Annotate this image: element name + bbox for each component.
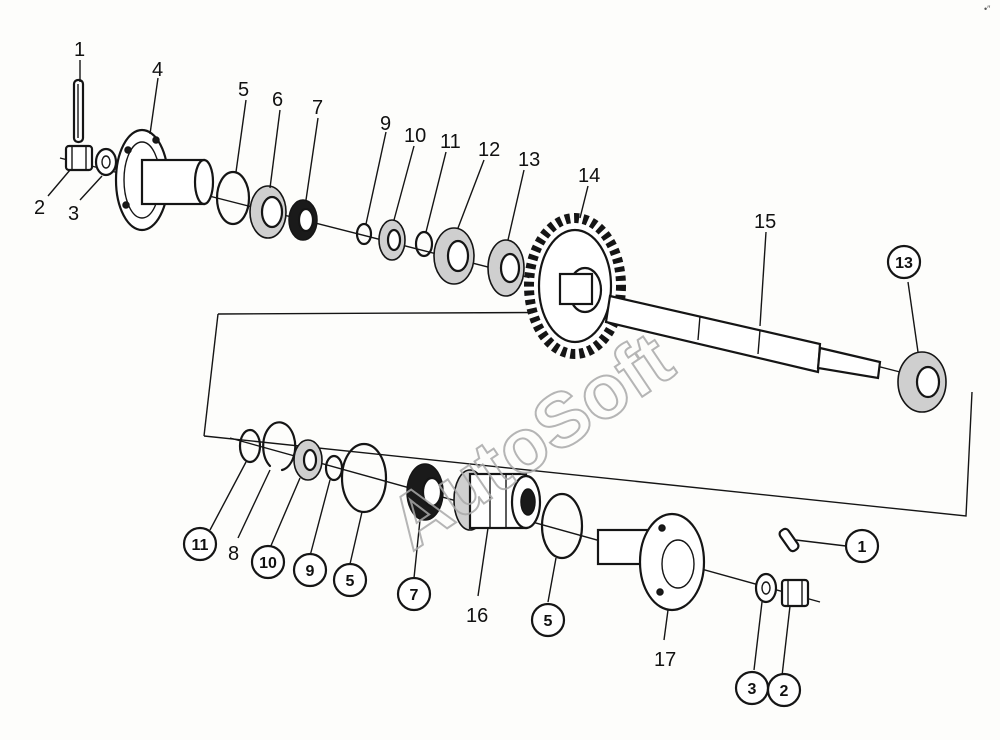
circled-callout-13-shaft: 13 [886, 244, 922, 280]
callout-16: 16 [466, 605, 488, 627]
circled-callout-5-right: 5 [530, 602, 566, 638]
washer-10-lower [293, 439, 323, 481]
svg-text:7: 7 [410, 587, 419, 604]
callout-12: 12 [478, 139, 500, 161]
washer-10-upper [378, 219, 406, 261]
o-ring-upper [215, 170, 251, 226]
bearing-13-shaft [897, 351, 947, 413]
callout-11-upper: 11 [440, 131, 461, 153]
svg-text:3: 3 [748, 681, 757, 698]
split-pin-lower [778, 527, 800, 553]
callout-8: 8 [228, 543, 239, 565]
corner-mark: •″ [984, 4, 991, 14]
callout-14: 14 [578, 165, 600, 187]
svg-text:5: 5 [544, 613, 553, 630]
callout-13-upper: 13 [518, 149, 540, 171]
needle-bearing-lower [406, 463, 444, 521]
gear-14 [524, 213, 626, 359]
svg-text:11: 11 [192, 537, 209, 554]
washer-upper [94, 147, 118, 177]
castle-nut-upper [64, 144, 94, 172]
watermark-text: AutoSoft [374, 316, 687, 566]
washer-lower [754, 572, 778, 604]
callout-10-upper: 10 [404, 125, 426, 147]
leader-lines [47, 60, 919, 677]
callout-2-upper: 2 [34, 197, 45, 219]
svg-text:10: 10 [259, 555, 277, 572]
group-frame-bottom [203, 391, 973, 517]
callout-6: 6 [272, 89, 283, 111]
sleeve-16 [453, 469, 542, 531]
circled-callout-7: 7 [396, 576, 432, 612]
flange-coupling [114, 128, 215, 232]
callout-1-upper: 1 [74, 39, 85, 61]
callout-3-upper: 3 [68, 203, 79, 225]
needle-bearing-upper [288, 199, 318, 241]
flange-17 [596, 512, 706, 612]
group-frame [203, 313, 219, 437]
snap-ring-11-lower [238, 428, 262, 464]
snap-ring-11-upper [414, 230, 434, 258]
callout-5-upper: 5 [238, 79, 249, 101]
callout-15: 15 [754, 211, 776, 233]
svg-text:9: 9 [306, 563, 315, 580]
circled-callout-3-lower: 3 [734, 670, 770, 706]
callout-4: 4 [152, 59, 163, 81]
callout-7-upper: 7 [312, 97, 323, 119]
circled-callout-9: 9 [292, 552, 328, 588]
bearing-12 [433, 227, 475, 285]
o-ring-9-upper [355, 222, 373, 246]
circled-callout-10: 10 [250, 544, 286, 580]
circled-callout-11: 11 [182, 526, 218, 562]
circled-callout-5-left: 5 [332, 562, 368, 598]
circlip-8 [262, 421, 297, 472]
circled-callout-2-lower: 2 [766, 672, 802, 708]
callout-9-upper: 9 [380, 113, 391, 135]
svg-text:2: 2 [780, 683, 789, 700]
svg-text:5: 5 [346, 573, 355, 590]
callout-17: 17 [654, 649, 676, 671]
castle-nut-lower [780, 578, 810, 608]
svg-text:13: 13 [895, 255, 913, 272]
o-ring-5-lower-left [340, 442, 388, 514]
svg-text:1: 1 [858, 539, 867, 556]
o-ring-5-lower-right [540, 492, 584, 560]
split-pin-upper [72, 78, 85, 144]
shaft-15 [604, 294, 882, 380]
bearing-13-upper [487, 239, 525, 297]
bearing-6 [249, 185, 287, 239]
circled-callout-1-lower: 1 [844, 528, 880, 564]
